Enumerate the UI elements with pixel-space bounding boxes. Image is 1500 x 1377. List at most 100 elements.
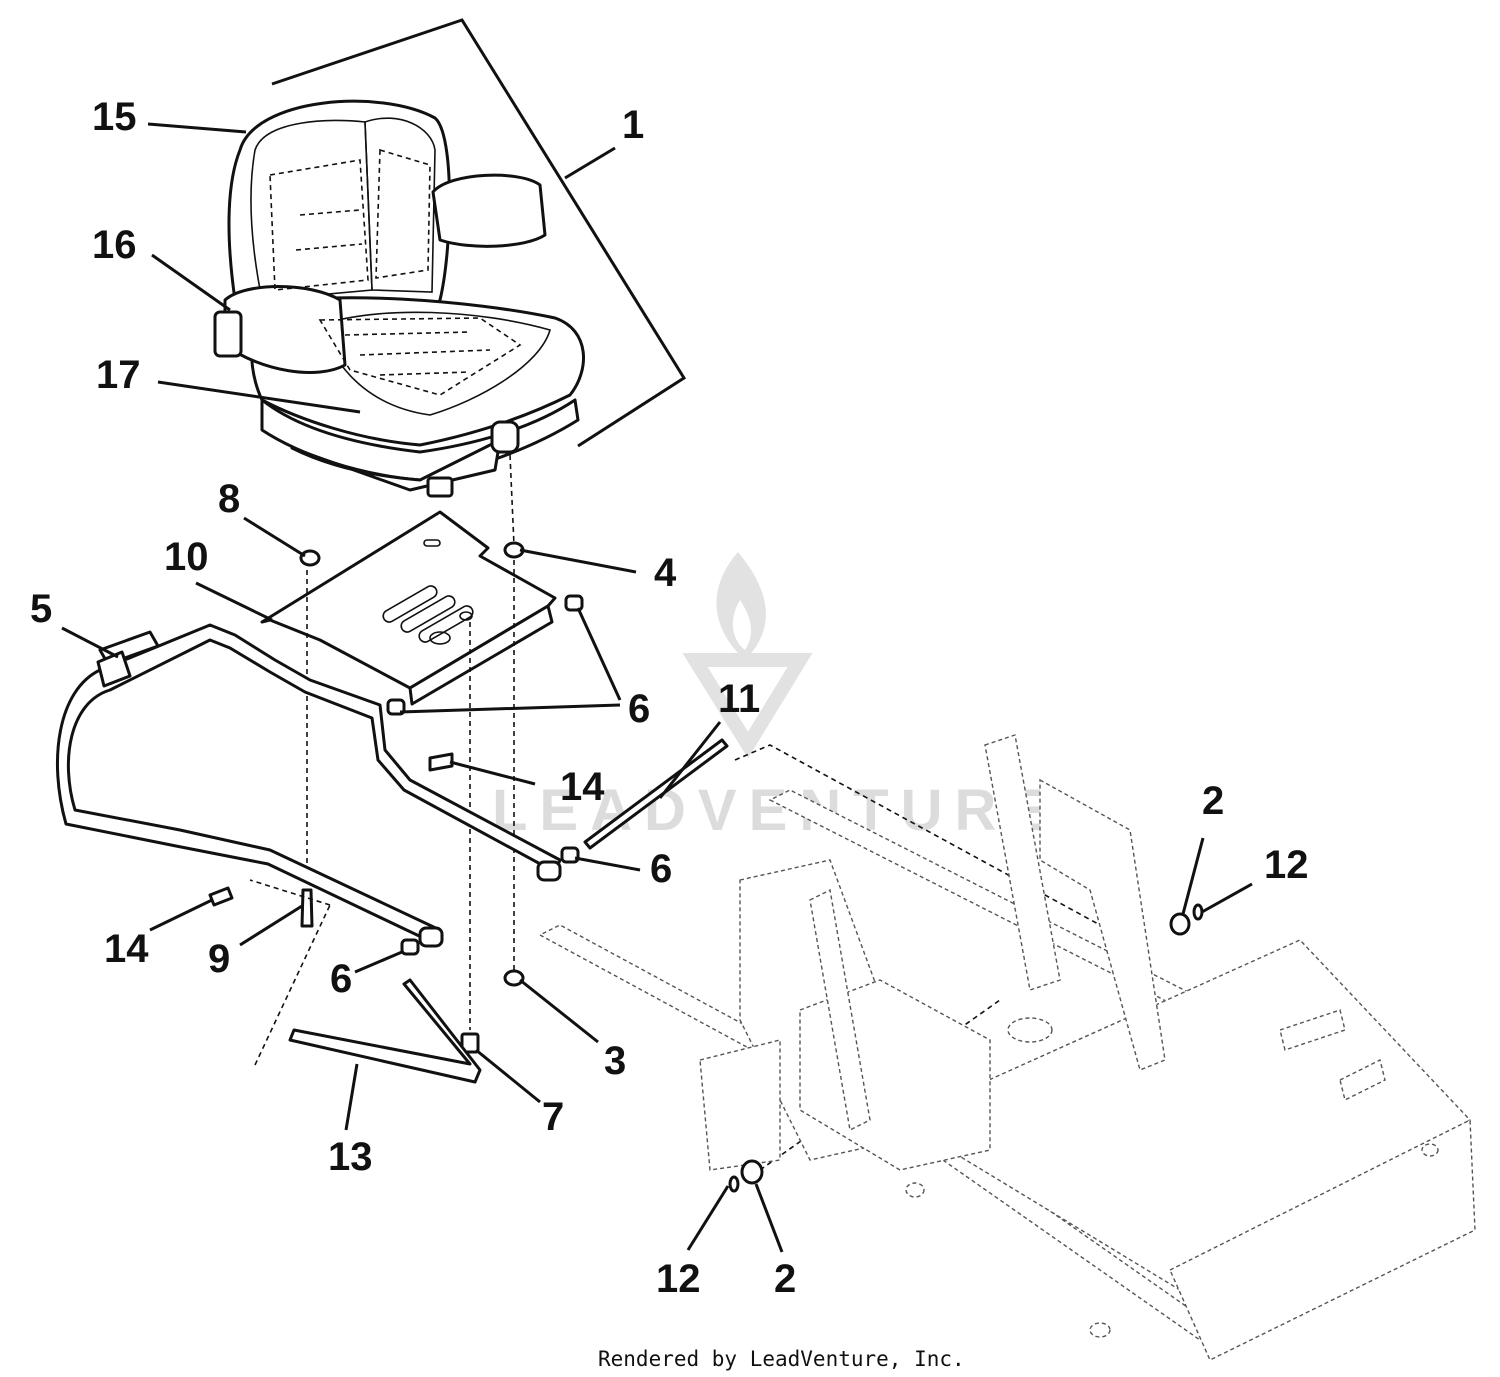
leader-13 — [344, 1063, 359, 1131]
armrest-left-bracket — [213, 310, 243, 358]
callout-9: 9 — [208, 937, 230, 981]
seat-plate-slots — [382, 585, 474, 643]
chassis-front-plate — [1169, 1118, 1476, 1361]
nut-8 — [299, 549, 321, 567]
callout-6-low: 6 — [330, 957, 352, 1001]
chassis-lever-right — [984, 734, 1061, 991]
leader-5 — [61, 626, 119, 659]
seat-plate-hole-small — [459, 611, 473, 621]
callout-17: 17 — [96, 353, 141, 397]
seat-plate — [260, 510, 557, 706]
leader-3 — [519, 978, 599, 1044]
chassis-axle-1 — [1279, 1009, 1346, 1051]
leader-1 — [564, 146, 616, 180]
clip-7 — [460, 1032, 480, 1054]
hardware — [208, 541, 729, 1054]
callout-10: 10 — [164, 535, 209, 579]
callout-3: 3 — [604, 1039, 626, 1083]
callout-13: 13 — [328, 1135, 373, 1179]
seat-back-inner-right — [364, 117, 436, 293]
seat-adjust-knob — [490, 420, 520, 454]
callout-12-bottom: 12 — [656, 1257, 701, 1301]
callout-14-top: 14 — [560, 765, 605, 809]
armrest-left — [223, 285, 347, 374]
chassis-axle-2 — [1339, 1058, 1386, 1102]
watermark-text: LEADVENTURE — [492, 778, 1059, 843]
chassis-bracket-right — [1039, 778, 1166, 1071]
leader-lines — [61, 122, 1253, 1253]
callout-2-right: 2 — [1202, 779, 1224, 823]
callouts: 1 15 16 17 8 10 4 5 6 11 14 6 14 9 6 3 7… — [30, 95, 1309, 1301]
seat-base-tab — [426, 476, 454, 498]
callout-15: 15 — [92, 95, 137, 139]
chassis-hole-3 — [1421, 1143, 1439, 1157]
leader-2a — [1181, 837, 1205, 915]
leader-11 — [658, 721, 722, 799]
leader-14b — [149, 898, 213, 932]
bushing-6-right — [560, 846, 580, 864]
bushing-6-top — [564, 594, 584, 612]
bushing-6-low — [400, 938, 420, 956]
leader-7 — [475, 1048, 541, 1104]
leader-4 — [519, 548, 637, 574]
seat-plate-slot-small — [423, 539, 441, 547]
footer-credit: Rendered by LeadVenture, Inc. — [598, 1347, 965, 1371]
callout-6-right: 6 — [650, 847, 672, 891]
seat-plate-front-lip — [408, 604, 554, 706]
adjust-rod — [288, 978, 482, 1084]
callout-5: 5 — [30, 587, 52, 631]
washer-12-bottom — [728, 1175, 740, 1193]
pin-11 — [583, 738, 729, 850]
leader-16 — [151, 253, 231, 312]
watermark: LEADVENTURE — [492, 552, 1059, 843]
assembly-bracket — [271, 18, 687, 448]
leader-2b — [754, 1183, 784, 1253]
seat-assembly — [213, 99, 585, 498]
leader-10 — [195, 581, 273, 622]
leader-8 — [243, 516, 306, 558]
callout-1: 1 — [622, 103, 644, 147]
nut-2-bottom — [740, 1159, 764, 1185]
seat-cushion-top — [318, 311, 551, 416]
nut-2-right — [1169, 912, 1191, 936]
leader-12b — [686, 1185, 730, 1251]
seat-frame-tube — [56, 623, 562, 948]
bolt-9 — [300, 888, 314, 928]
leader-17 — [157, 380, 361, 414]
screw-14-low — [208, 886, 234, 907]
callout-16: 16 — [92, 223, 137, 267]
leader-6b — [399, 703, 621, 714]
seat-frame-end-low — [418, 926, 444, 948]
callout-8: 8 — [218, 477, 240, 521]
chassis-hole-1 — [1007, 1017, 1053, 1043]
callout-11: 11 — [718, 677, 760, 721]
chassis-housing — [699, 1039, 781, 1171]
callout-12-right: 12 — [1264, 843, 1309, 887]
chassis-hardware — [728, 903, 1204, 1193]
tractor-chassis — [538, 734, 1476, 1361]
leader-9 — [239, 904, 303, 947]
seat-frame-outer — [56, 623, 562, 946]
callout-7: 7 — [542, 1095, 564, 1139]
seat-frame-end-top — [536, 860, 562, 882]
flame-logo-icon — [682, 552, 813, 759]
seat-stitching — [269, 148, 522, 396]
chassis-hole-2 — [1089, 1322, 1111, 1338]
callout-2-bottom: 2 — [774, 1257, 796, 1301]
chassis-lever-left — [809, 888, 871, 1132]
leader-14a — [449, 760, 536, 786]
screw-14-top — [428, 752, 454, 772]
seat-plate-hole — [429, 631, 451, 645]
nut-3 — [503, 969, 525, 987]
leader-6c — [574, 856, 641, 872]
callout-14-low: 14 — [104, 927, 149, 971]
leader-6d — [354, 950, 403, 974]
seat-plate-top — [260, 510, 557, 690]
callout-6-top: 6 — [628, 687, 650, 731]
leader-12a — [1201, 882, 1253, 914]
leader-15 — [147, 122, 247, 134]
armrest-right — [431, 173, 547, 248]
washer-12-right — [1192, 903, 1204, 921]
leader-6a — [576, 607, 622, 701]
